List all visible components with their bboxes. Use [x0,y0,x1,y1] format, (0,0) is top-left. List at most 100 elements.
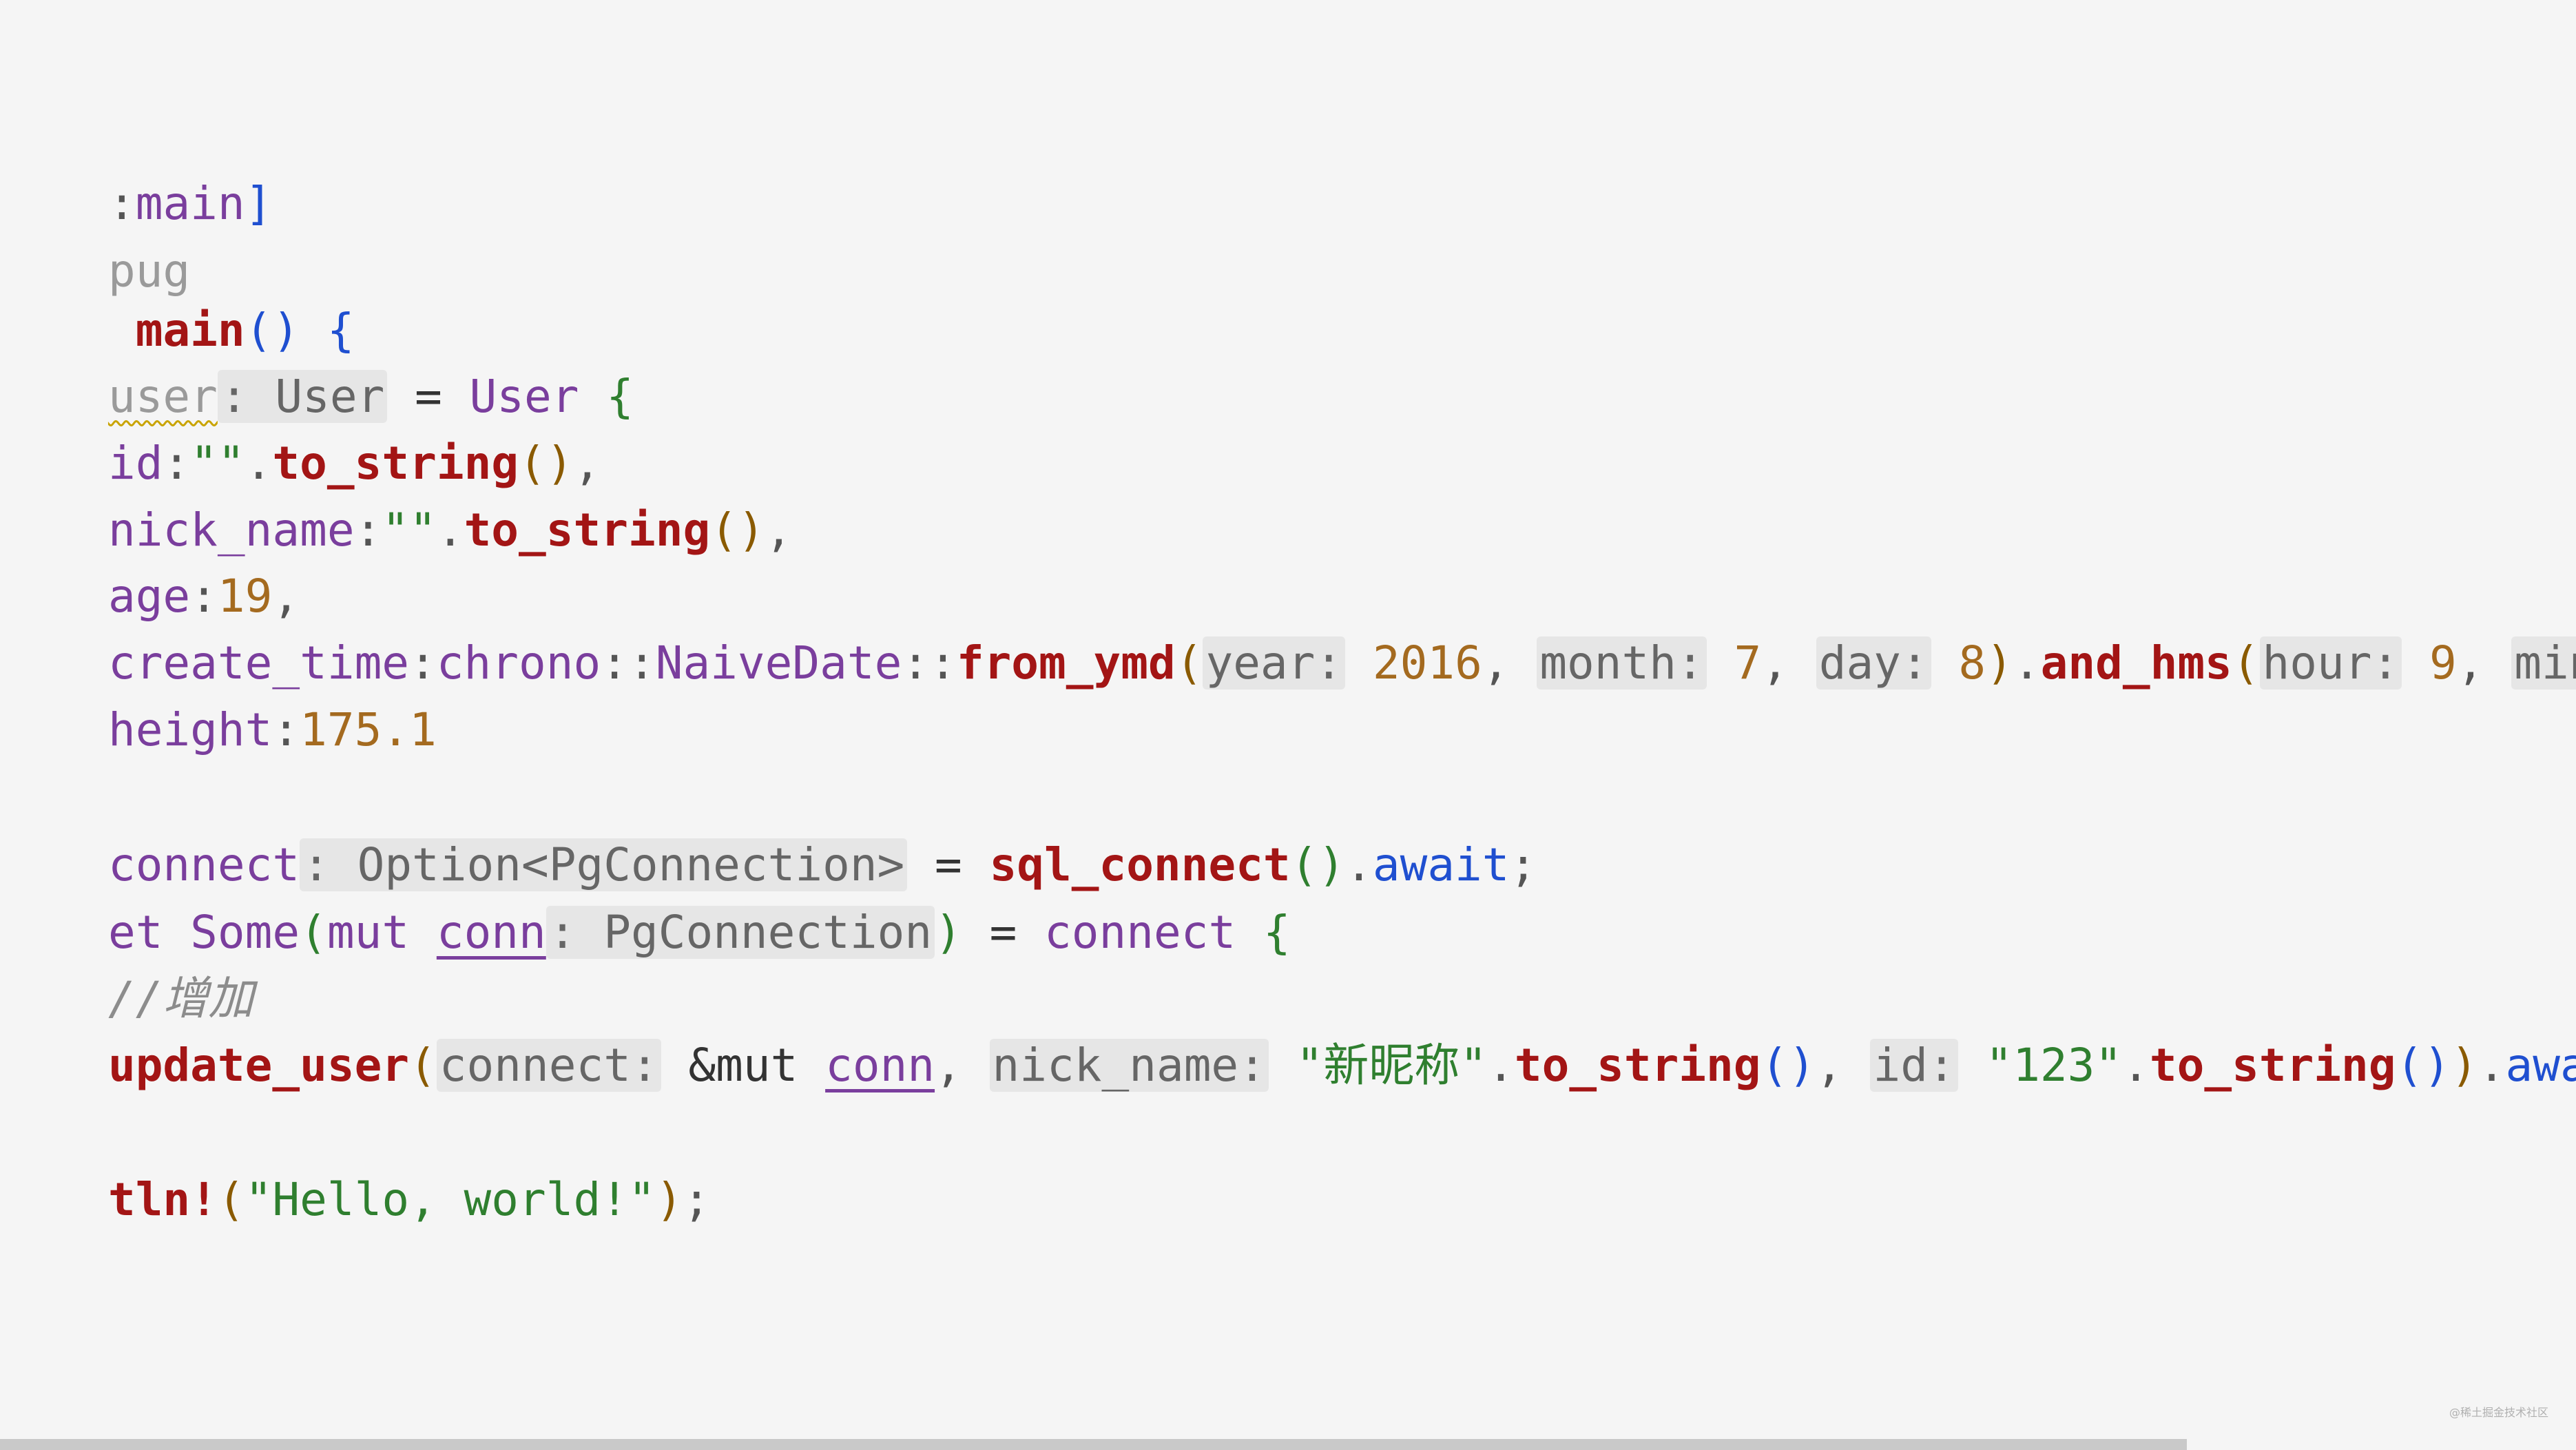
token: await [1372,838,1510,891]
param-hint: year: [1203,636,1346,690]
token: "Hello, world!" [245,1173,656,1226]
token: "123" [1985,1039,2123,1092]
token: chrono [436,636,601,690]
code-line-10[interactable]: connect: Option<PgConnection> = sql_conn… [0,766,1537,891]
token: connect [107,838,300,891]
token: from_ymd [956,636,1176,690]
token: update_user [107,1039,410,1092]
token: : [190,570,218,623]
token: ) [935,906,962,959]
token: = [907,838,990,891]
token [1958,1039,1986,1092]
token: await [2505,1039,2576,1092]
param-hint: day: [1816,636,1931,690]
token: 8 [1931,636,1986,690]
code-line-1[interactable]: :main] [0,105,272,230]
code-line-7[interactable]: age:19, [0,497,300,623]
token: conn [436,906,546,959]
token: and_hms [2040,636,2232,690]
token: ( [217,1173,245,1226]
code-line-4[interactable]: user: User = User { [0,298,634,423]
token: . [1487,1039,1515,1092]
param-hint: nick_name: [989,1039,1269,1092]
token: () [519,437,574,490]
token: : [163,437,191,490]
param-hint: hour: [2259,636,2402,690]
token [1236,906,1263,959]
horizontal-scrollbar[interactable] [0,1439,2187,1450]
token: , [1761,636,1816,690]
token: , [935,1039,990,1092]
token: () [710,504,765,557]
token: mut [326,906,437,959]
param-hint: month: [1537,636,1707,690]
token [1269,1039,1296,1092]
token: ] [245,177,273,230]
token: ) [2451,1039,2478,1092]
code-line-9[interactable]: height:175.1 [0,631,437,756]
token: : [272,703,300,756]
comment: //增加 [107,972,254,1025]
token: "" [190,437,245,490]
type-hint: : Option<PgConnection> [300,838,908,891]
param-hint: min: [2511,636,2576,690]
token: to_string [464,504,711,557]
token: . [1345,838,1373,891]
token: create_time [107,636,410,690]
token: ( [409,1039,437,1092]
token: , [573,437,601,490]
code-line-3[interactable]: main() { [0,231,355,357]
token: User [469,370,579,423]
token: , [1816,1039,1871,1092]
token: tln! [107,1173,218,1226]
token: ( [2232,636,2260,690]
token: . [245,437,273,490]
token: 2016 [1345,636,1482,690]
token: nick_name [107,504,355,557]
token: age [107,570,191,623]
token: . [436,504,464,557]
token: () [2396,1039,2451,1092]
code-line-12[interactable]: //增加 [0,900,253,1025]
token: : [409,636,437,690]
token: user [107,370,218,423]
token: ( [300,906,327,959]
token: { [326,304,355,357]
token: Some [190,906,300,959]
code-line-11[interactable]: et Some(mut conn: PgConnection) = connec… [0,833,1291,959]
token: id [107,437,163,490]
code-line-6[interactable]: nick_name:"".to_string(), [0,431,792,557]
token: &mut [661,1039,826,1092]
token: connect [1044,906,1236,959]
token: , [2456,636,2512,690]
token: to_string [1514,1039,1761,1092]
code-line-8[interactable]: create_time:chrono::NaiveDate::from_ymd(… [0,564,2576,690]
token: height [107,703,273,756]
type-hint: : PgConnection [546,906,935,959]
watermark: @稀土掘金技术社区 [2449,1406,2548,1419]
code-line-5[interactable]: id:"".to_string(), [0,364,601,490]
param-hint: connect: [436,1039,661,1092]
token: { [606,370,634,423]
token: () [1290,838,1346,891]
token: ; [683,1173,711,1226]
token: = [387,370,470,423]
token: 19 [217,570,273,623]
token: { [1263,906,1291,959]
code-line-14[interactable]: tln!("Hello, world!"); [0,1101,710,1226]
token: ; [1509,838,1537,891]
token: main [135,177,245,230]
token: . [2013,636,2041,690]
token: . [2122,1039,2150,1092]
token: to_string [272,437,519,490]
token: 175.1 [300,703,437,756]
token: main [135,304,245,357]
token: ) [655,1173,683,1226]
code-line-2[interactable]: pug [0,172,190,298]
token: sql_connect [989,838,1291,891]
token: 7 [1706,636,1762,690]
token: () [245,304,300,357]
token: ) [1986,636,2013,690]
code-line-13[interactable]: update_user(connect: &mut conn, nick_nam… [0,966,2576,1092]
